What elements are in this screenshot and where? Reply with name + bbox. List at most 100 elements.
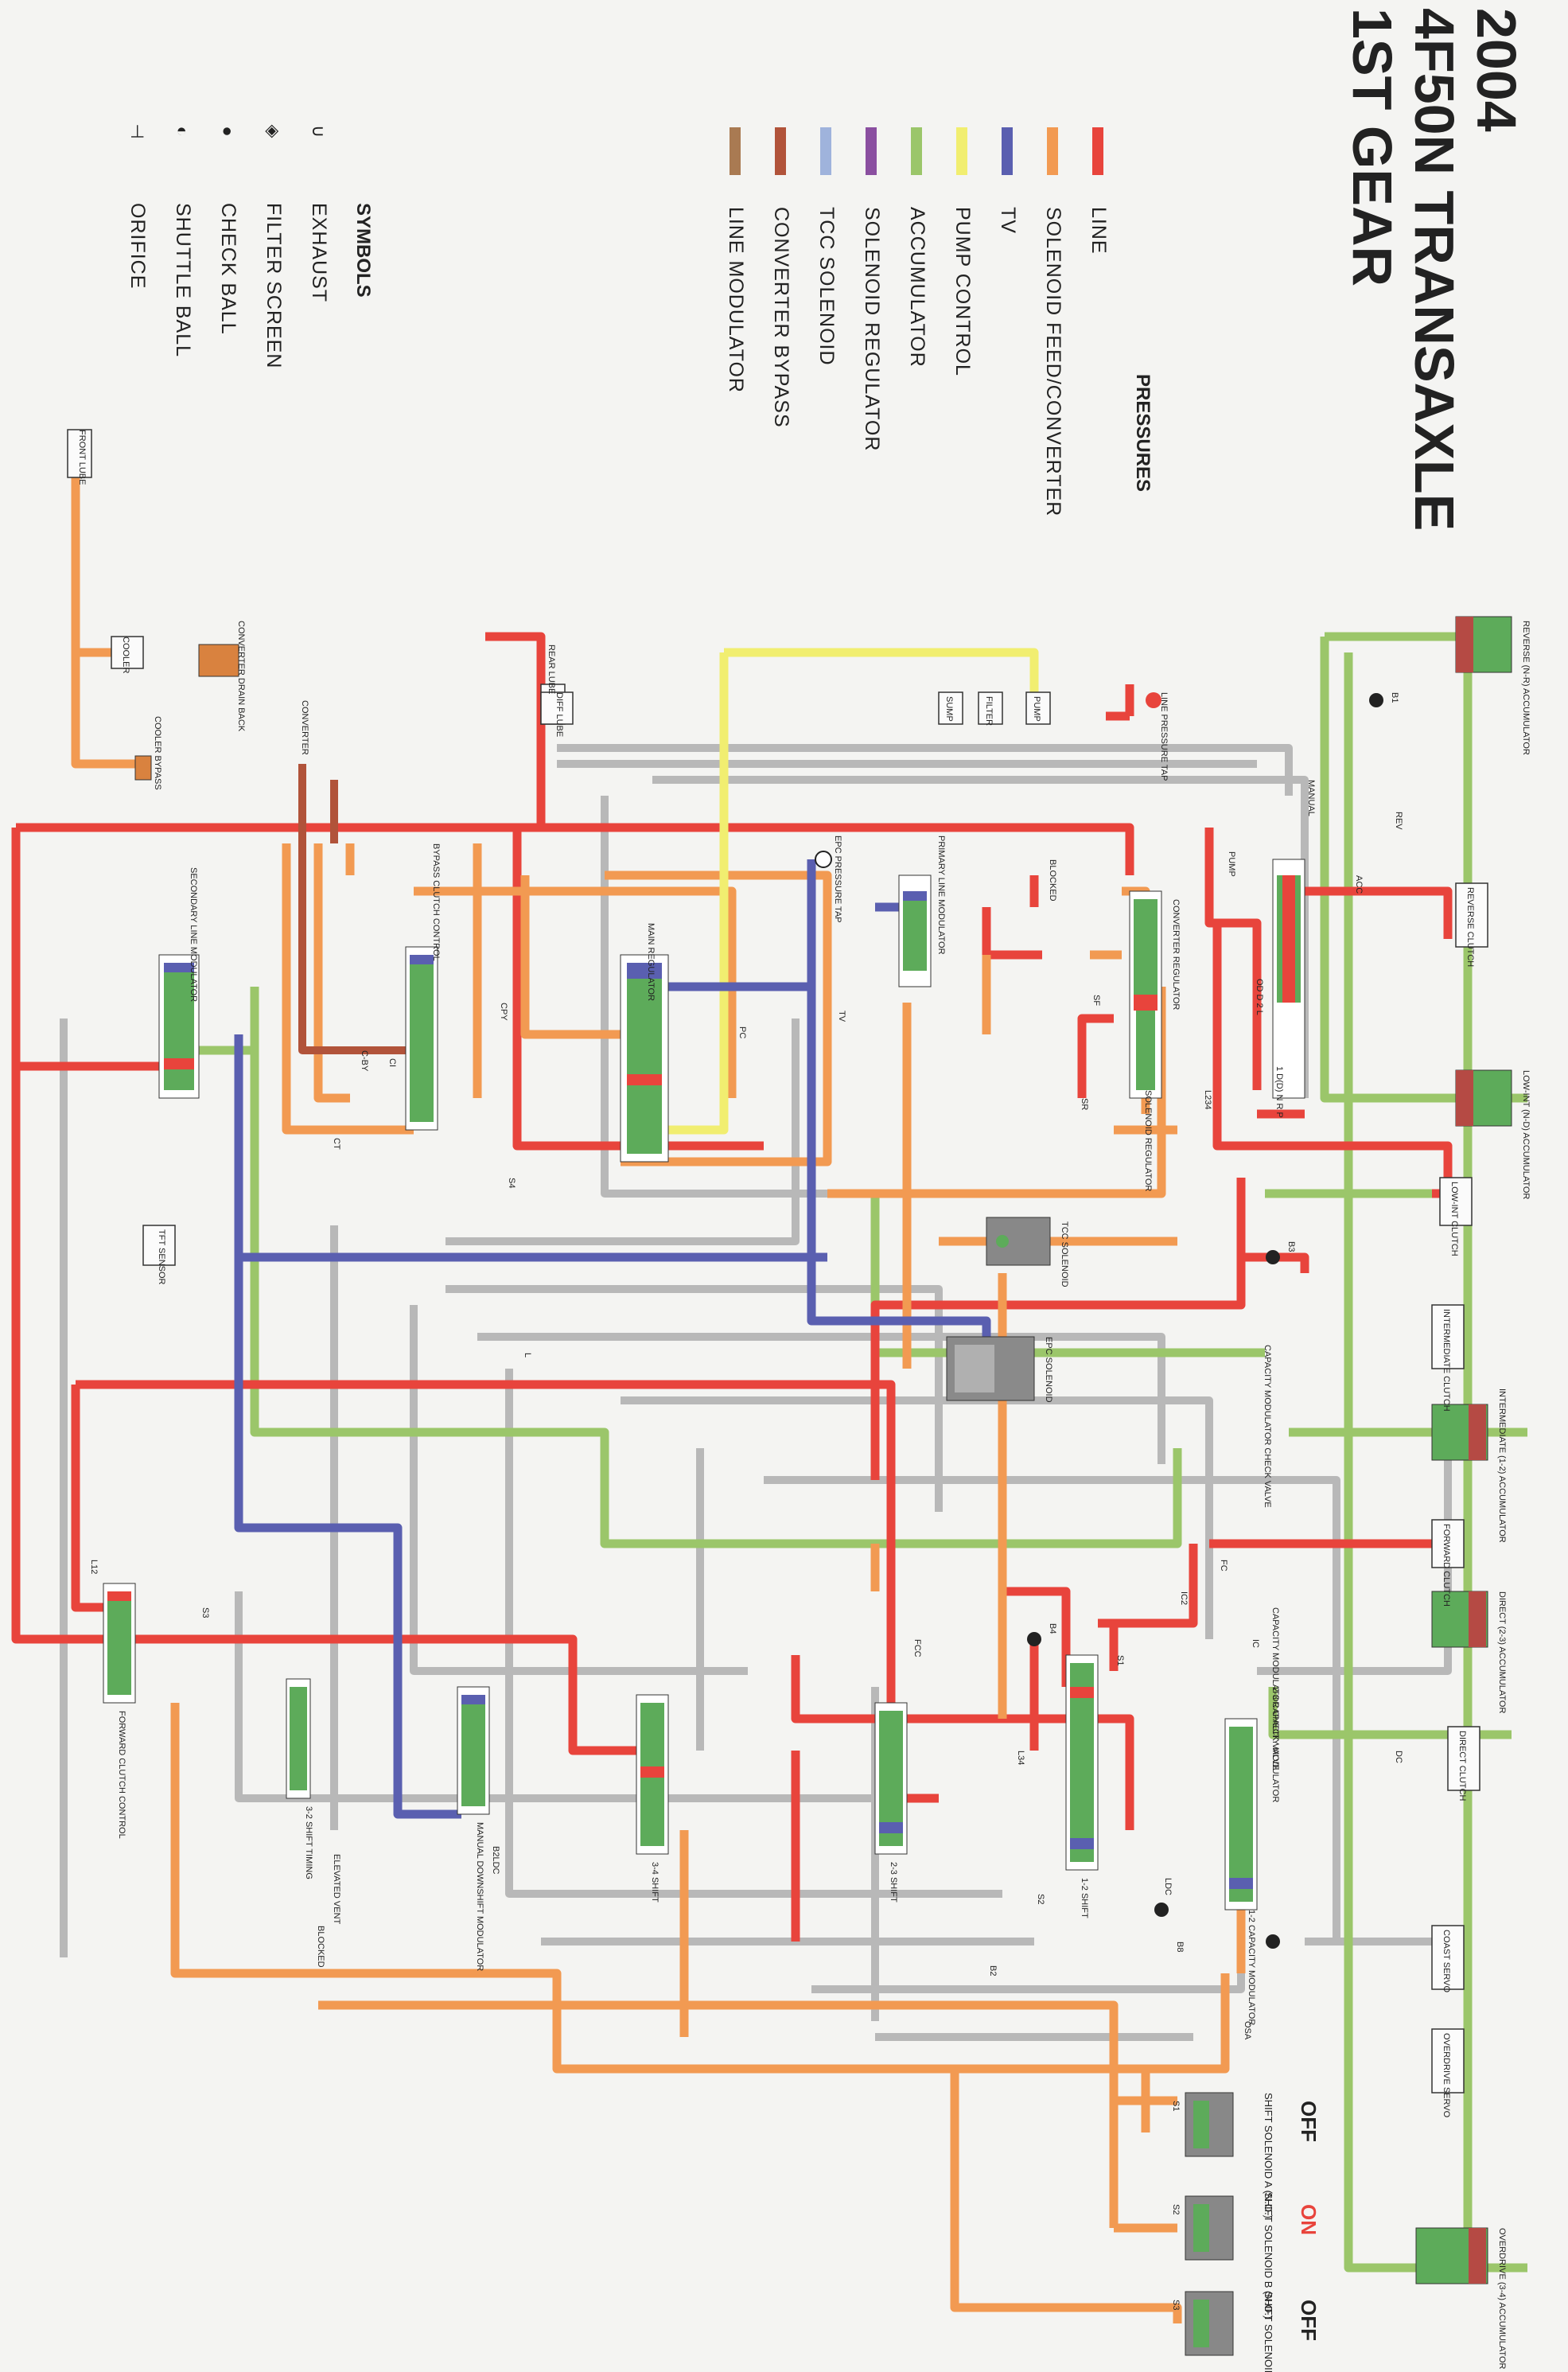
orifice-icon: ⊣ [127,123,147,139]
modulator-2-3-valve [1224,1718,1258,1910]
solenoid-b [1185,2195,1234,2261]
solenoid-b-label: SHIFT SOLENOID B (N.O.) [1263,2192,1274,2319]
epc-solenoid-label: EPC SOLENOID [1044,1337,1053,1403]
title-block: 2004 4F50N TRANSAXLE 1ST GEAR [1341,8,1527,531]
circuit-label-rev: REV [1394,812,1403,830]
pressure-swatch [956,127,968,175]
epc-pressure-tap-gauge [815,851,832,868]
pressure-label: ACCUMULATOR [906,207,928,368]
pressure-legend-item: CONVERTER BYPASS [769,127,792,428]
od-label: OD D 2 L [1255,979,1264,1015]
pressure-swatch [911,127,923,175]
solenoid-state-s2: ON [1297,2204,1321,2235]
filter-box [978,691,1003,725]
solenoid-c-label: SHIFT SOLENOID C (N.C.) [1263,2292,1274,2372]
forward-clutch-control-label: FORWARD CLUTCH CONTROL [117,1711,126,1839]
converter-regulator-valve [1129,890,1162,1099]
pressure-swatch [730,127,741,175]
circuit-label-b2ldc: B2LDC [491,1846,500,1875]
pressure-swatch [1002,127,1014,175]
symbol-label: SHUTTLE BALL [172,203,194,358]
circuit-label-pump: PUMP [1227,851,1236,877]
pressure-swatch [775,127,787,175]
circuit-label-dc: DC [1394,1751,1403,1763]
reverse-accumulator-label: REVERSE (N-R) ACCUMULATOR [1521,621,1531,755]
cooler-box [111,636,144,669]
coast-servo-label: COAST SERVO [1442,1930,1451,1993]
front-lube-label: FRONT LUBE [77,430,87,485]
pressure-legend-item: PUMP CONTROL [951,127,974,376]
circuit-label-tv: TV [837,1011,846,1022]
pressure-swatch [1092,127,1104,175]
shift-2-3-valve [874,1702,908,1855]
low-int-accumulator [1455,1069,1512,1127]
capacity-modulator-check-valve-2-label: CAPACITY MODULATOR CHECK VALVE [1270,1607,1280,1770]
tcc-solenoid [986,1217,1051,1266]
pressure-label: LINE MODULATOR [725,207,747,393]
overdrive-accumulator [1415,2227,1488,2284]
pressure-label: SOLENOID FEED/CONVERTER [1042,207,1064,517]
circuit-label-fc: FC [1219,1560,1228,1572]
reverse-clutch-label: REVERSE CLUTCH [1465,887,1475,967]
pressure-label: LINE [1087,207,1110,255]
symbol-label: FILTER SCREEN [263,203,285,369]
pressure-label: TV [997,207,1019,234]
direct-clutch-box [1447,1726,1480,1791]
circuit-label-ct: CT [332,1138,341,1150]
symbol-legend-item: ◈FILTER SCREEN [262,107,285,369]
low-int-clutch-box [1439,1177,1473,1226]
coast-servo-box [1431,1925,1465,1990]
modulator-2-3-label: 2-3 CAPACITY MODULATOR [1270,1687,1280,1802]
tft-sensor-box [142,1225,176,1266]
circuit-label-ldc: LDC [1163,1878,1173,1895]
check-balls [815,692,1383,1949]
manual-label: MANUAL [1306,780,1316,816]
accumulators [1415,616,1512,2284]
manual-downshift-modulator-valve [457,1686,490,1815]
circuit-label-fcc: FCC [912,1639,922,1657]
symbol-legend-item: ⊣ORIFICE [126,107,149,289]
symbols-heading: SYMBOLS [352,203,374,298]
secondary-line-modulator-label: SECONDARY LINE MODULATOR [189,867,198,1002]
manual-downshift-modulator-label: MANUAL DOWNSHIFT MODULATOR [475,1822,484,1971]
direct-clutch-label: DIRECT CLUTCH [1457,1731,1467,1801]
circuit-label-l: L [523,1353,532,1357]
primary-line-modulator-label: PRIMARY LINE MODULATOR [936,835,946,955]
converter-regulator-label: CONVERTER REGULATOR [1171,899,1181,1010]
circuit-label-s3: S3 [200,1607,210,1618]
circuit-label-b8: B8 [1175,1942,1185,1952]
circuit-label-osa: OSA [1243,2021,1252,2040]
circuit-label-cpy: CPY [499,1003,508,1021]
manual-valve [1272,859,1305,1099]
solenoid-state-s1: OFF [1297,2101,1321,2142]
shift-3-4-valve [636,1694,669,1855]
diff-lube-box [540,691,574,725]
pump-label: PUMP [1032,696,1041,722]
manual-positions-label: 1 D(D) N R P [1274,1066,1284,1118]
shift-2-3-label: 2-3 SHIFT [889,1862,898,1903]
intermediate-accumulator [1431,1404,1488,1461]
circuit-label-c-by: C-BY [360,1050,369,1072]
main-regulator-valve [620,954,669,1163]
circuit-label-s1: S1 [1115,1655,1125,1665]
forward-clutch-box [1431,1519,1465,1568]
pressure-label: SOLENOID REGULATOR [861,207,883,452]
secondary-line-modulator-valve [158,954,200,1099]
epc-solenoid [946,1336,1035,1401]
circuit-label-acc: ACC [1354,875,1364,894]
circuit-label-l12: L12 [89,1560,99,1574]
circuit-label-l234: L234 [1203,1090,1212,1109]
circuit-label-sr: SR [1080,1098,1089,1110]
solenoid-b-tag: S2 [1171,2204,1181,2214]
pressure-swatch [1047,127,1059,175]
main-regulator-label: MAIN REGULATOR [646,923,656,1001]
circuit-label-sf: SF [1091,995,1101,1006]
primary-line-modulator-valve [898,874,932,987]
shift-1-2-label: 1-2 SHIFT [1080,1878,1089,1918]
pressure-legend-item: SOLENOID REGULATOR [860,127,883,451]
low-int-clutch-label: LOW-INT CLUTCH [1449,1182,1459,1256]
forward-clutch-label: FORWARD CLUTCH [1442,1524,1451,1607]
solenoid-regulator-label: SOLENOID REGULATOR [1143,1090,1153,1191]
pressure-label: PUMP CONTROL [951,207,974,376]
blocked-2-label: BLOCKED [1048,859,1057,902]
